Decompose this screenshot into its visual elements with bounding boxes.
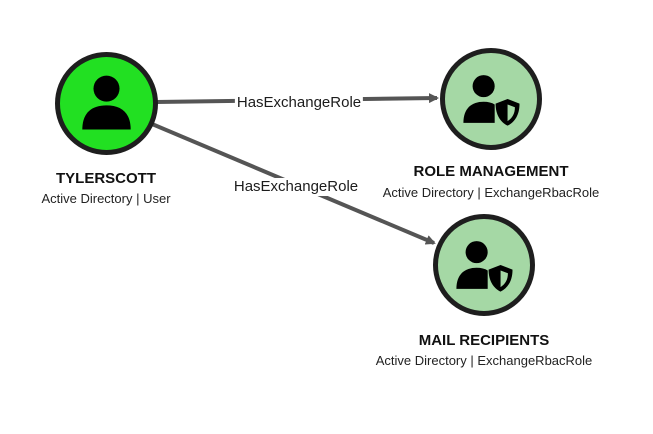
node-title-role-management: ROLE MANAGEMENT [413, 163, 569, 180]
node-subtitle-tylerscott: Active Directory | User [41, 191, 171, 206]
node-role-management[interactable] [440, 48, 542, 150]
edge-label-has-exchange-role: HasExchangeRole [231, 178, 361, 196]
edge-label-has-exchange-role: HasExchangeRole [234, 94, 364, 112]
node-title-tylerscott: TYLERSCOTT [56, 170, 156, 187]
node-title-mail-recipients: MAIL RECIPIENTS [418, 332, 550, 349]
node-mail-recipients[interactable] [433, 214, 535, 316]
node-subtitle-mail-recipients: Active Directory | ExchangeRbacRole [375, 353, 593, 368]
node-subtitle-role-management: Active Directory | ExchangeRbacRole [382, 185, 600, 200]
user-shield-icon [456, 241, 513, 292]
user-shield-icon [463, 75, 520, 126]
node-tylerscott[interactable] [55, 52, 158, 155]
user-icon [82, 75, 131, 130]
